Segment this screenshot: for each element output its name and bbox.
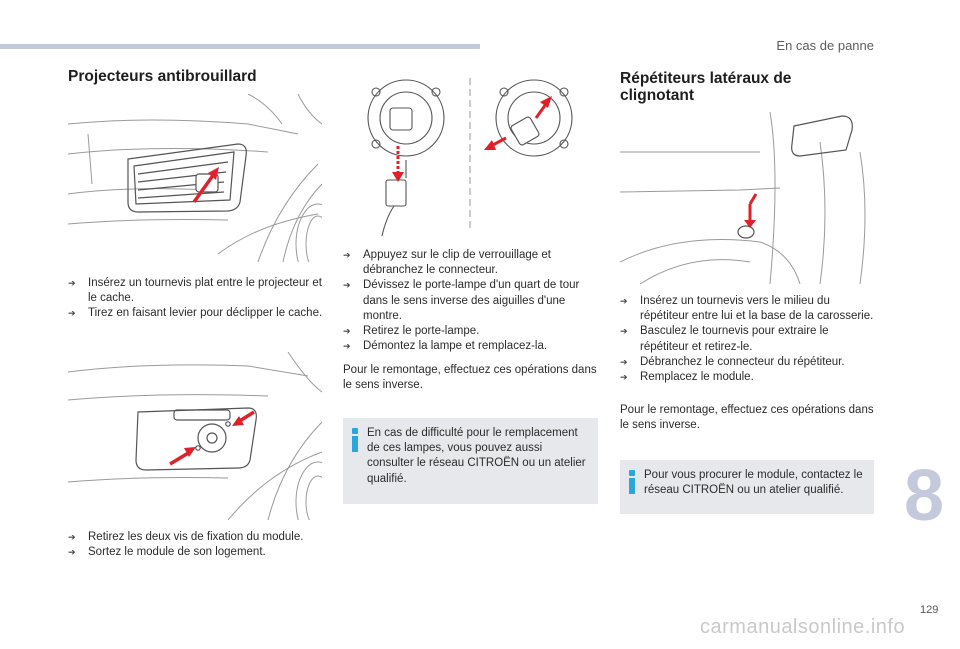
list-item: Tirez en faisant levier pour déclipper l… xyxy=(68,306,323,321)
fog-lamp-cover-illustration xyxy=(68,94,322,262)
fog-lamps-heading: Projecteurs antibrouillard xyxy=(68,68,257,85)
side-repeater-steps: Insérez un tournevis vers le milieu du r… xyxy=(620,294,875,385)
middle-info-box: En cas de difficulté pour le remplacemen… xyxy=(343,418,598,504)
header-accent-bar xyxy=(0,44,480,49)
side-repeaters-heading: Répétiteurs latéraux de clignotant xyxy=(620,70,791,104)
list-item: Démontez la lampe et remplacez-la. xyxy=(343,339,598,354)
side-repeater-illustration xyxy=(620,112,866,284)
list-item: Insérez un tournevis plat entre le proje… xyxy=(68,276,323,306)
list-item: Basculez le tournevis pour extraire le r… xyxy=(620,324,875,354)
list-item: Dévissez le porte-lampe d'un quart de to… xyxy=(343,278,598,324)
side-repeaters-heading-line1: Répétiteurs latéraux de xyxy=(620,70,792,87)
fog-lamp-steps-1: Insérez un tournevis plat entre le proje… xyxy=(68,276,323,322)
fog-lamp-screws-illustration xyxy=(68,352,322,520)
list-item: Retirez le porte-lampe. xyxy=(343,324,598,339)
right-info-text: Pour vous procurer le module, contactez … xyxy=(644,469,863,497)
list-item: Débranchez le connecteur du répétiteur. xyxy=(620,355,875,370)
watermark: carmanualsonline.info xyxy=(700,616,906,638)
middle-reassembly-text: Pour le remontage, effectuez ces opérati… xyxy=(343,364,597,392)
right-reassembly-text: Pour le remontage, effectuez ces opérati… xyxy=(620,404,874,432)
right-info-box: Pour vous procurer le module, contactez … xyxy=(620,460,874,514)
list-item: Sortez le module de son logement. xyxy=(68,545,323,560)
middle-info-text: En cas de difficulté pour le remplacemen… xyxy=(367,427,586,485)
fog-lamp-steps-2: Retirez les deux vis de fixation du modu… xyxy=(68,530,323,561)
list-item: Retirez les deux vis de fixation du modu… xyxy=(68,530,323,545)
lamp-holder-steps: Appuyez sur le clip de verrouillage et d… xyxy=(343,248,598,355)
side-repeaters-heading-line2: clignotant xyxy=(620,87,695,104)
list-item: Appuyez sur le clip de verrouillage et d… xyxy=(343,248,598,278)
list-item: Insérez un tournevis vers le milieu du r… xyxy=(620,294,875,324)
chapter-number: 8 xyxy=(903,456,945,536)
info-icon xyxy=(628,470,636,494)
page-number: 129 xyxy=(920,604,939,616)
list-item: Remplacez le module. xyxy=(620,370,875,385)
section-title: En cas de panne xyxy=(776,38,874,53)
lamp-holder-illustration xyxy=(367,78,573,237)
info-icon xyxy=(351,428,359,452)
